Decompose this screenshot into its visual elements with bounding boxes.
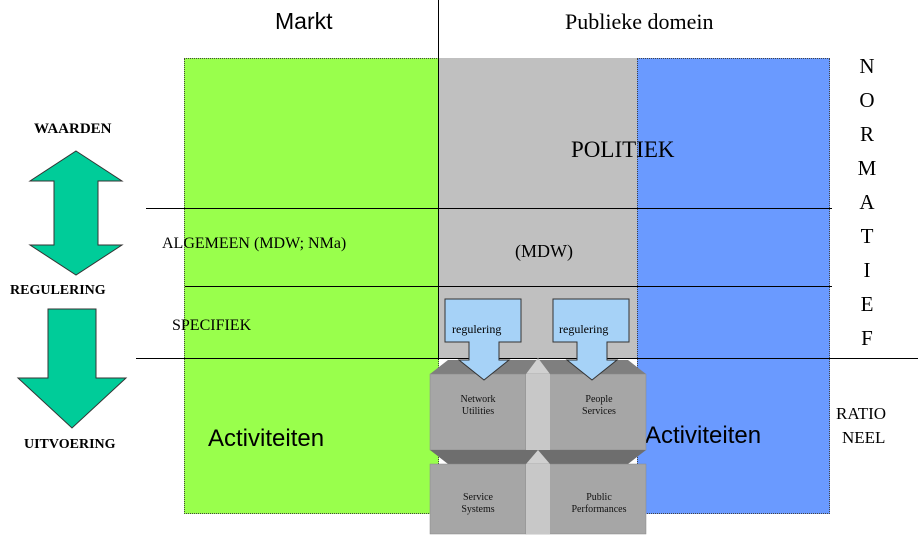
block-service-systems: Service Systems <box>432 484 524 524</box>
normatief-letter-f: F <box>861 326 873 350</box>
activities-label-markt: Activiteiten <box>208 425 325 452</box>
regulering-label-right: regulering <box>559 322 609 336</box>
row-label-mdw: (MDW) <box>515 241 573 261</box>
rationeel-line2: NEEL <box>842 428 886 447</box>
block-public-line2: Performances <box>571 504 627 515</box>
row-label-politiek: POLITIEK <box>571 137 675 162</box>
normatief-letter-t: T <box>860 224 874 248</box>
horizontal-line-algemeen <box>146 208 832 209</box>
block-network-line2: Utilities <box>461 406 495 417</box>
axis-label-uitvoering: UITVOERING <box>24 437 116 452</box>
horizontal-line-specifiek <box>185 286 832 287</box>
activities-label-publiek: Activiteiten <box>645 422 762 449</box>
block-people-services: People Services <box>552 386 646 426</box>
normatief-letter-o: O <box>859 88 875 112</box>
normatief-letter-e: E <box>860 292 874 316</box>
row-label-algemeen: ALGEMEEN (MDW; NMa) <box>162 235 347 252</box>
block-service-line2: Systems <box>461 504 495 515</box>
column-header-publiek: Publieke domein <box>565 9 714 34</box>
double-arrow-icon <box>28 150 124 276</box>
regulering-arrow-left-icon <box>444 298 522 381</box>
regulering-arrow-right-icon <box>552 298 630 381</box>
horizontal-line-uitvoering <box>136 358 918 359</box>
vertical-divider <box>438 0 439 360</box>
block-public-performances: Public Performances <box>552 484 646 524</box>
axis-label-regulering: REGULERING <box>10 283 106 298</box>
axis-label-waarden: WAARDEN <box>34 121 112 137</box>
normatief-letter-m: M <box>857 156 877 180</box>
normatief-letter-n: N <box>859 54 875 78</box>
rationeel-line1: RATIO <box>836 404 887 423</box>
block-people-line2: Services <box>582 406 616 417</box>
block-public-line1: Public <box>586 492 612 503</box>
block-people-line1: People <box>585 394 613 405</box>
block-service-line1: Service <box>463 492 493 503</box>
row-label-specifiek: SPECIFIEK <box>172 317 252 334</box>
down-arrow-icon <box>16 308 128 429</box>
block-network-line1: Network <box>460 394 496 405</box>
normatief-letter-r: R <box>859 122 874 146</box>
column-header-markt: Markt <box>275 8 333 34</box>
block-network-utilities: Network Utilities <box>432 386 524 426</box>
regulering-label-left: regulering <box>452 322 502 336</box>
normatief-letter-i: I <box>863 258 871 282</box>
normatief-letter-a: A <box>859 190 875 214</box>
